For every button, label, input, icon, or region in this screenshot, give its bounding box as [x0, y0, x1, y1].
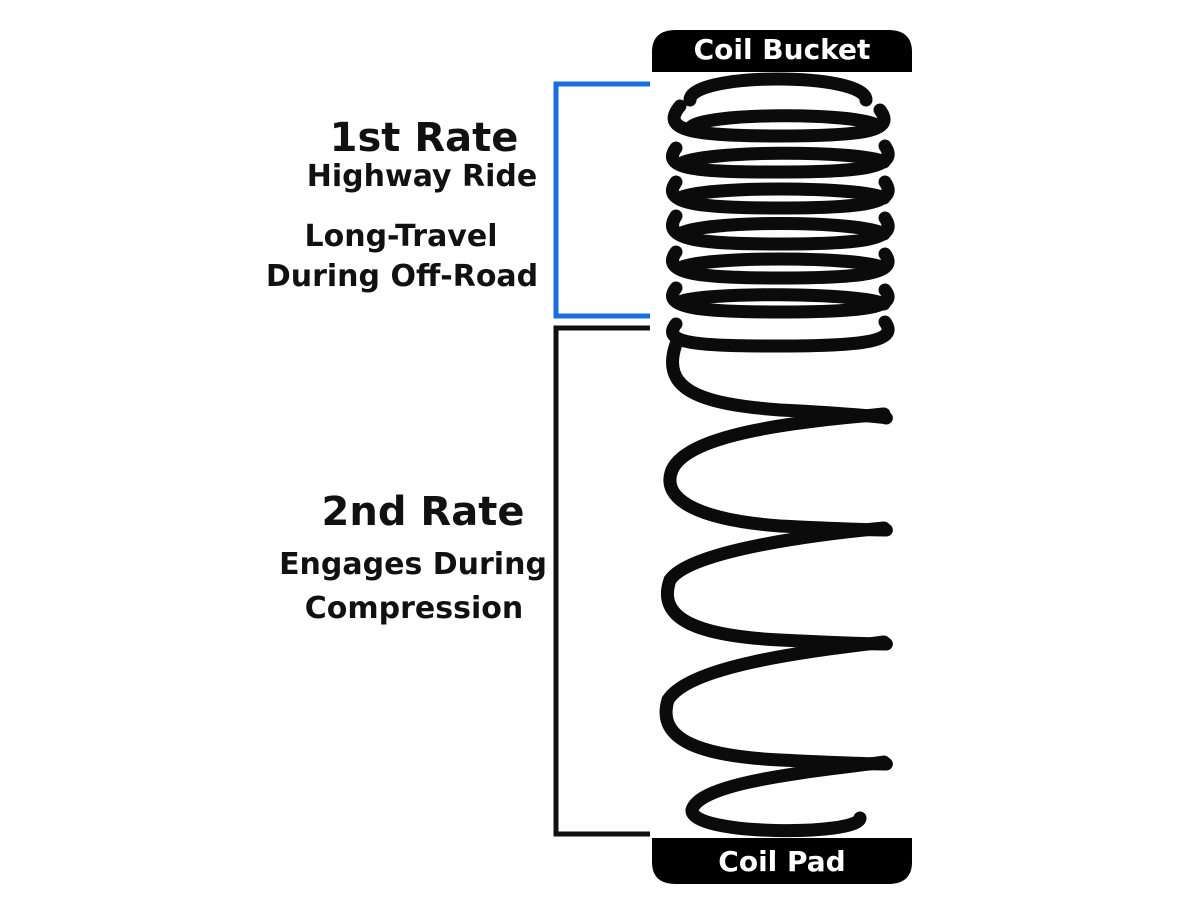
coil-bucket-label: Coil Bucket [693, 33, 871, 66]
second-rate-line2: Compression [304, 591, 524, 626]
coil-spring [659, 72, 895, 838]
second-rate-line1: Engages During [279, 547, 547, 582]
first-rate-line2: Long-Travel [304, 219, 498, 254]
coil-pad-cap [652, 838, 912, 884]
second-rate-title: 2nd Rate [321, 489, 525, 535]
first-rate-line3: During Off-Road [265, 259, 539, 294]
coil-pad-label: Coil Pad [718, 845, 846, 878]
first-rate-line1: Highway Ride [306, 159, 538, 194]
first-rate-title: 1st Rate [329, 115, 519, 161]
first-rate-bracket [553, 81, 650, 319]
coil-bucket-cap [652, 30, 912, 72]
second-rate-bracket [553, 325, 650, 837]
